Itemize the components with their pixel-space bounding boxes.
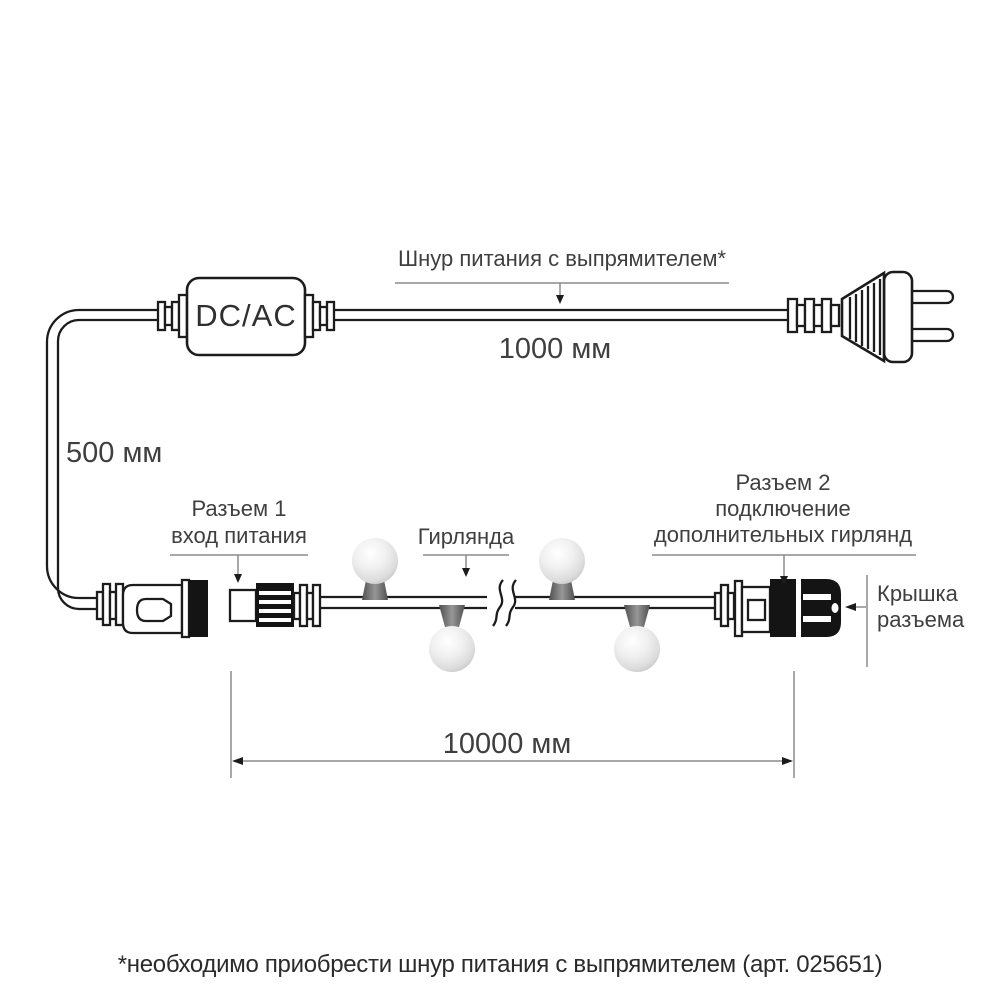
plug-strain-relief [786,297,841,334]
connector2-callout [652,554,916,585]
bulb-up-1 [352,538,398,600]
garland-label: Гирлянда [417,524,515,549]
connector1-label: Разъем 1 вход питания [171,495,307,549]
connector1-socket [95,578,208,639]
plug-body [840,270,914,364]
cap-label-line1: Крышка [877,581,958,606]
footnote: *необходимо приобрести шнур питания с вы… [117,951,883,978]
garland-length: 10000 мм [442,728,572,760]
input-cable-500mm [45,308,160,611]
connector2-label-line2: подключение [715,496,851,521]
adapter-strain-relief-left [156,293,189,339]
connector1-callout [170,554,308,583]
cap-label-line2: разъема [877,607,965,632]
cap-callout [845,575,868,667]
plug-prongs [906,289,955,343]
connector1-label-line2: вход питания [171,523,307,548]
cable-break-mark [487,579,517,627]
connector2-label: Разъем 2 подключение дополнительных гирл… [654,470,912,548]
connector1-plug [228,583,322,628]
power-cord-length: 1000 мм [498,333,612,365]
bulb-down-2 [614,605,660,672]
cap-label: Крышка разъема [877,581,964,633]
adapter-label: DC/AC [195,298,297,333]
adapter-strain-relief-right [303,293,336,339]
connector1-label-line1: Разъем 1 [191,496,287,521]
power-cord-1000mm [334,308,788,322]
input-cable-length: 500 мм [66,437,163,469]
bulb-up-2 [539,538,585,600]
connector2-label-line3: дополнительных гирлянд [653,522,913,547]
power-cord-label: Шнур питания с выпрямителем* [397,246,727,271]
connector2-socket [713,579,796,638]
bulb-down-1 [429,605,475,672]
power-cord-callout [395,282,729,304]
garland-dimension [230,671,795,778]
garland-callout [423,554,509,577]
connector-cap [801,579,841,637]
power-plug [786,270,955,364]
connector2-label-line1: Разъем 2 [735,470,831,495]
